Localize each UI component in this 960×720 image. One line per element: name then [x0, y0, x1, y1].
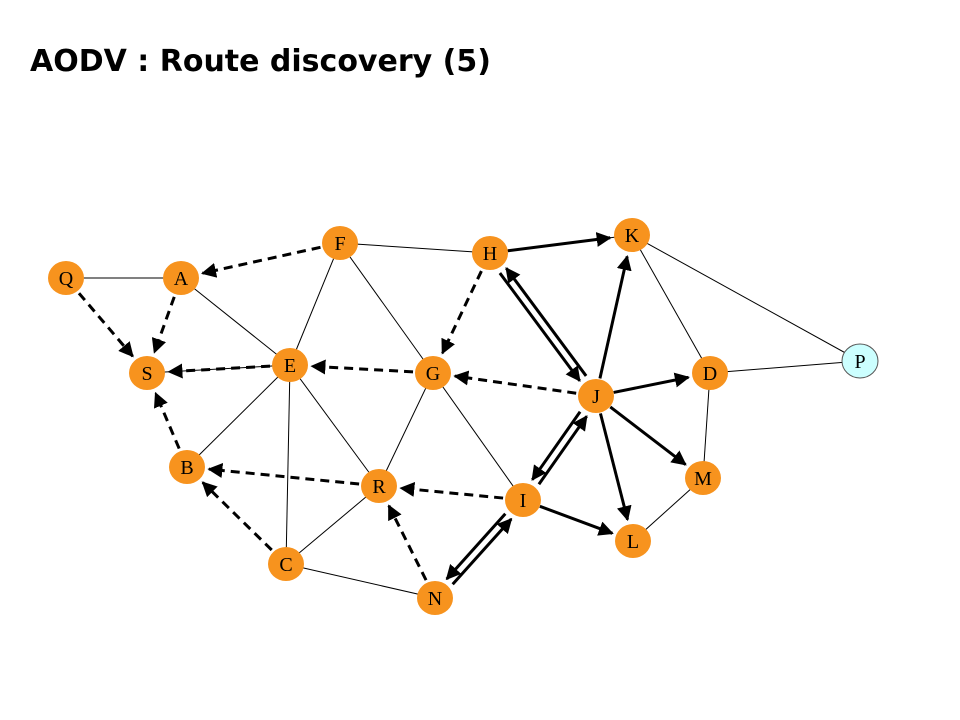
double-arrow-N-I-back: [445, 512, 507, 581]
node-S: S: [129, 356, 165, 390]
node-label-C: C: [279, 554, 292, 576]
slide-title: AODV : Route discovery (5): [30, 44, 491, 79]
link-E-B: [186, 364, 291, 468]
reverse-arrow-G-E: [310, 359, 414, 375]
reverse-arrow-J-G: [453, 370, 577, 395]
link-G-I: [432, 372, 524, 501]
node-circle-K: [614, 218, 650, 252]
forward-arrow-J-D: [613, 372, 690, 394]
node-label-R: R: [372, 476, 386, 498]
node-M: M: [685, 461, 721, 495]
node-E: E: [272, 348, 308, 382]
node-circle-P: [841, 343, 879, 379]
node-label-A: A: [174, 268, 189, 290]
node-F: F: [322, 226, 358, 260]
link-F-E: [289, 242, 341, 366]
forward-arrow-J-L: [598, 413, 632, 522]
reverse-arrow-I-R: [399, 481, 504, 500]
node-circle-Q: [48, 261, 84, 295]
node-label-I: I: [520, 490, 527, 512]
node-J: J: [578, 379, 614, 413]
node-label-F: F: [334, 233, 345, 255]
double-arrow-N-I-forward: [451, 517, 513, 586]
reverse-arrow-E-S: [167, 363, 271, 379]
node-circle-L: [615, 524, 651, 558]
node-label-B: B: [180, 457, 193, 479]
node-H: H: [472, 236, 508, 270]
node-label-E: E: [284, 355, 296, 377]
node-label-D: D: [703, 363, 717, 385]
forward-arrow-J-M: [609, 405, 687, 466]
node-K: K: [614, 218, 650, 252]
node-C: C: [268, 547, 304, 581]
node-P: P: [841, 343, 879, 379]
node-label-Q: Q: [59, 268, 74, 290]
link-D-P: [709, 360, 861, 374]
node-N: N: [417, 581, 453, 615]
node-circle-G: [415, 356, 451, 390]
node-circle-I: [505, 483, 541, 517]
node-circle-A: [163, 261, 199, 295]
node-Q: Q: [48, 261, 84, 295]
node-label-S: S: [141, 363, 152, 385]
reverse-arrow-C-B: [201, 481, 273, 552]
node-R: R: [361, 469, 397, 503]
node-circle-H: [472, 236, 508, 270]
node-label-H: H: [483, 243, 497, 265]
double-arrow-I-J-back: [531, 410, 582, 481]
link-F-H: [339, 242, 491, 254]
double-arrow-H-J-forward: [498, 272, 581, 382]
node-B: B: [169, 450, 205, 484]
link-A-E: [180, 277, 291, 366]
link-C-N: [285, 563, 436, 599]
link-E-C: [285, 364, 291, 565]
link-G-R: [378, 372, 434, 487]
node-label-N: N: [428, 588, 442, 610]
reverse-arrow-H-G: [441, 270, 483, 355]
node-circle-F: [322, 226, 358, 260]
double-arrow-H-J-back: [505, 267, 588, 377]
node-label-P: P: [854, 351, 865, 373]
node-circle-R: [361, 469, 397, 503]
node-circle-E: [272, 348, 308, 382]
reverse-arrow-N-R: [387, 504, 428, 581]
arrow-layer: [77, 232, 690, 586]
double-arrow-I-J-forward: [537, 415, 588, 486]
node-G: G: [415, 356, 451, 390]
link-E-R: [289, 364, 380, 487]
reverse-arrow-Q-S: [77, 292, 134, 358]
node-circle-D: [692, 356, 728, 390]
node-D: D: [692, 356, 728, 390]
node-label-M: M: [694, 468, 712, 490]
node-L: L: [615, 524, 651, 558]
forward-arrow-I-L: [539, 504, 614, 536]
forward-arrow-J-K: [598, 255, 632, 379]
node-circle-B: [169, 450, 205, 484]
link-K-P: [631, 234, 861, 362]
node-circle-S: [129, 356, 165, 390]
reverse-arrow-A-S: [151, 296, 176, 354]
reverse-arrow-F-A: [201, 245, 321, 278]
link-D-M: [702, 372, 711, 479]
link-C-R: [285, 485, 380, 565]
node-label-G: G: [426, 363, 440, 385]
node-layer: Q A F H K P S E G J D B R I M L C N: [48, 218, 879, 615]
node-circle-N: [417, 581, 453, 615]
node-circle-M: [685, 461, 721, 495]
node-circle-C: [268, 547, 304, 581]
forward-arrow-H-K: [507, 232, 612, 253]
reverse-arrow-B-S: [153, 391, 181, 450]
node-label-K: K: [625, 225, 640, 247]
node-label-L: L: [627, 531, 639, 553]
node-label-J: J: [592, 386, 600, 408]
link-K-D: [631, 234, 711, 374]
node-A: A: [163, 261, 199, 295]
node-circle-J: [578, 379, 614, 413]
link-F-G: [339, 242, 434, 374]
node-I: I: [505, 483, 541, 517]
reverse-arrow-R-B: [207, 463, 360, 486]
